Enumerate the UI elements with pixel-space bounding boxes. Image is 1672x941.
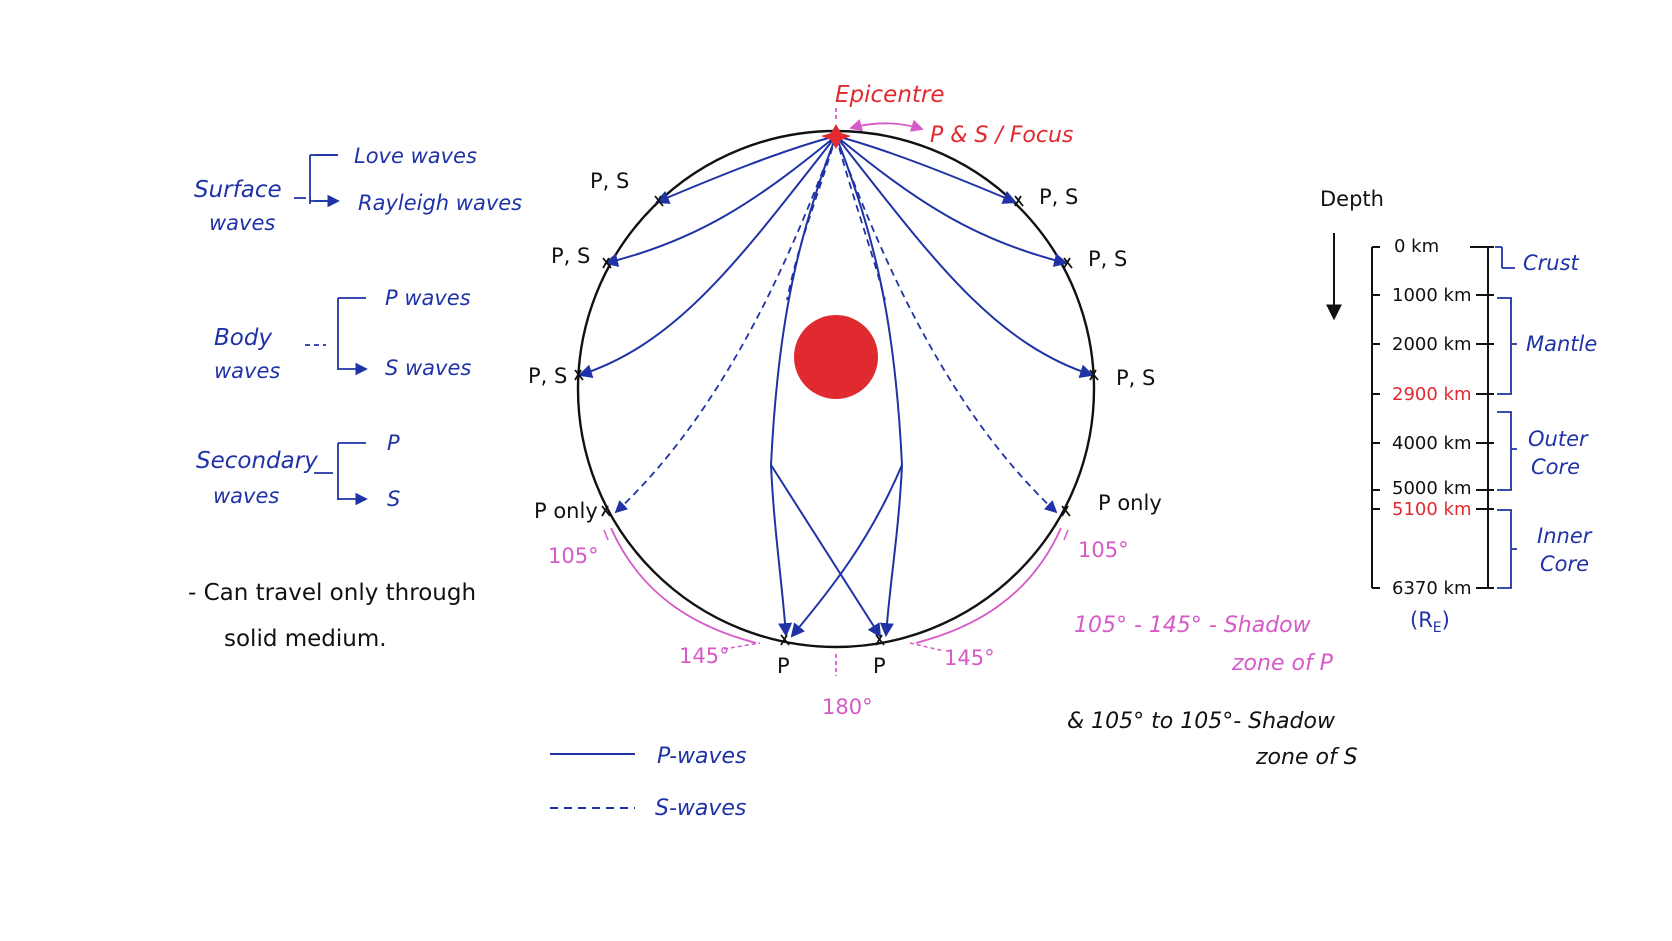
s-shadow-zone-line2: zone of S	[1255, 745, 1358, 770]
body-waves-arrows	[338, 297, 366, 369]
s-waves-text: S waves	[385, 356, 471, 380]
love-waves-text: Love waves	[354, 144, 477, 168]
depth-tick-0: 0 km	[1394, 236, 1439, 257]
station-right-1-label: P, S	[1039, 185, 1078, 209]
p-wave-legend-label: P-waves	[657, 744, 747, 769]
secondary-waves-group: Secondary waves P S	[196, 431, 400, 511]
p-shadow-zone-line1: 105° - 145° - Shadow	[1074, 613, 1312, 638]
mantle-bracket	[1497, 297, 1517, 395]
secondary-waves-label-line1: Secondary	[196, 448, 318, 474]
crust-bracket	[1495, 246, 1515, 269]
inner-core-bracket	[1497, 509, 1517, 589]
depth-axis-ticks-left	[1372, 246, 1380, 589]
s-wave-path-right-shadow	[835, 135, 1058, 514]
left-145-angle-label: 145°	[679, 644, 730, 668]
depth-tick-6370: 6370 km	[1392, 578, 1472, 599]
solid-medium-note-line2: solid medium.	[224, 626, 387, 652]
left-notes: Surface waves Love waves Rayleigh waves …	[188, 144, 522, 652]
station-right-2-label: P, S	[1088, 247, 1127, 271]
station-left-3-label: P, S	[528, 364, 567, 388]
depth-tick-2000: 2000 km	[1392, 334, 1472, 355]
depth-tick-5000: 5000 km	[1392, 478, 1472, 499]
secondary-p-text: P	[387, 431, 400, 455]
surface-waves-group: Surface waves Love waves Rayleigh waves	[194, 144, 522, 235]
antipode-180-label: 180°	[822, 695, 873, 719]
outer-core-bracket	[1497, 411, 1517, 491]
surface-waves-bracket	[294, 154, 338, 204]
depth-tick-4000: 4000 km	[1392, 433, 1472, 454]
p-wave-path-right-1	[835, 135, 1017, 204]
s-wave-path-left-shadow	[614, 135, 837, 514]
right-105-angle-label: 105°	[1078, 538, 1129, 562]
left-105-angle-tick	[603, 529, 609, 541]
depth-axis-ticks-right	[1470, 246, 1494, 589]
p-waves-text: P waves	[385, 286, 471, 310]
surface-waves-label-line1: Surface	[194, 177, 282, 203]
crust-label: Crust	[1523, 251, 1580, 275]
right-145-angle-label: 145°	[944, 646, 995, 670]
s-shadow-zone-line1: & 105° to 105°- Shadow	[1067, 709, 1336, 734]
body-waves-group: Body waves P waves S waves	[214, 286, 471, 383]
depth-tick-5100: 5100 km	[1392, 499, 1472, 520]
surface-waves-arrows	[315, 154, 338, 201]
station-right-p-only-label: P only	[1098, 491, 1162, 515]
depth-tick-1000: 1000 km	[1392, 285, 1472, 306]
epicentre-marker	[821, 124, 851, 149]
inner-core-label-line2: Core	[1540, 552, 1589, 576]
depth-scale: Depth 0 km 1000 km 2000 km 2900 km 4000 …	[1320, 187, 1597, 636]
p-shadow-zone-line2: zone of P	[1231, 651, 1334, 676]
inner-core-label-line1: Inner	[1537, 524, 1593, 548]
p-wave-crossing-path-right	[790, 464, 903, 638]
station-ticks	[574, 195, 1099, 646]
p-wave-crossing-path-left	[770, 464, 882, 638]
p-wave-path-left-1	[655, 135, 837, 204]
solid-medium-note-line1: - Can travel only through	[188, 580, 476, 606]
depth-title: Depth	[1320, 187, 1384, 211]
secondary-s-text: S	[387, 487, 400, 511]
p-wave-path-left-2	[603, 135, 837, 267]
epicentre-label: Epicentre	[835, 82, 945, 108]
station-left-1-label: P, S	[590, 169, 629, 193]
shadow-zone-notes: 105° - 145° - Shadow zone of P & 105° to…	[1067, 613, 1358, 770]
earth-diagram: Epicentre P & S / Focus P, S P, S P, S P…	[528, 82, 1162, 719]
station-bottom-left-p-label: P	[777, 654, 790, 678]
station-left-p-only-label: P only	[534, 499, 598, 523]
right-105-angle-tick	[1063, 529, 1069, 541]
p-wave-path-left-3	[578, 135, 837, 378]
right-145-angle-dash	[909, 642, 945, 652]
left-105-angle-label: 105°	[548, 544, 599, 568]
wave-legend: P-waves S-waves	[550, 744, 747, 821]
s-wave-path-inner-right	[835, 135, 886, 301]
depth-tick-2900: 2900 km	[1392, 384, 1472, 405]
core-circle	[794, 315, 878, 399]
outer-core-label-line1: Outer	[1528, 427, 1589, 451]
rayleigh-waves-text: Rayleigh waves	[358, 191, 522, 215]
left-145-angle-dash	[723, 642, 761, 650]
p-wave-core-path-right-down	[835, 135, 904, 638]
station-bottom-right-p-label: P	[873, 654, 886, 678]
secondary-waves-arrows	[338, 442, 366, 499]
left-shadow-arc	[610, 527, 757, 644]
outer-core-label-line2: Core	[1531, 455, 1580, 479]
station-right-3-label: P, S	[1116, 366, 1155, 390]
p-wave-path-right-2	[835, 135, 1069, 267]
body-waves-label-line2: waves	[214, 359, 280, 383]
secondary-waves-label-line2: waves	[213, 484, 279, 508]
earth-radius-label: (RE)	[1410, 608, 1450, 636]
station-left-2-label: P, S	[551, 244, 590, 268]
p-wave-path-right-3	[835, 135, 1094, 378]
focus-arrow	[849, 119, 924, 132]
mantle-label: Mantle	[1526, 332, 1597, 356]
right-shadow-arc	[915, 527, 1062, 644]
p-wave-core-path-left-down	[769, 135, 837, 638]
body-waves-label-line1: Body	[214, 325, 272, 351]
s-wave-legend-label: S-waves	[655, 796, 746, 821]
focus-label: P & S / Focus	[930, 123, 1073, 148]
surface-waves-label-line2: waves	[209, 211, 275, 235]
